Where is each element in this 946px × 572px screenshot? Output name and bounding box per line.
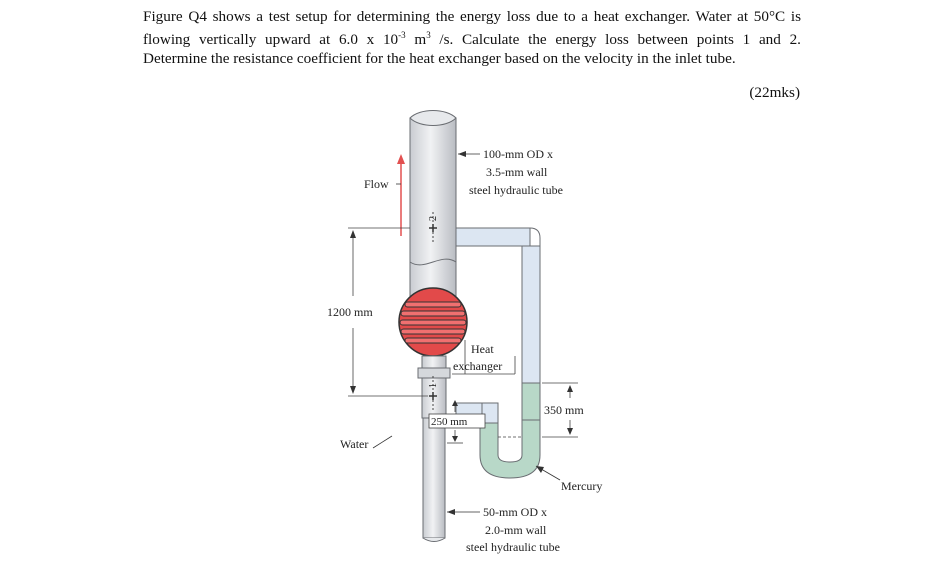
heat-label-line-1: Heat <box>471 342 494 356</box>
lower-pipe <box>422 417 446 542</box>
lower-tube-leader <box>447 509 480 515</box>
height-label: 1200 mm <box>327 305 373 319</box>
mercury-label: Mercury <box>561 479 602 493</box>
marks-label: (22mks) <box>749 84 800 101</box>
dim-250-label: 250 mm <box>431 416 468 428</box>
mercury-leader <box>535 465 561 481</box>
heat-exchanger-label-box <box>452 340 516 375</box>
water-label: Water <box>340 437 368 451</box>
question-line-2: flowing vertically upward at 6.0 x 10-3 … <box>143 26 801 49</box>
upper-tube-line-3: steel hydraulic tube <box>469 183 563 197</box>
dimension-1200 <box>348 227 428 397</box>
point-2-label: 2 <box>428 216 439 221</box>
upper-tube-line-1: 100-mm OD x <box>483 147 553 161</box>
water-leader <box>372 435 393 449</box>
upper-tube-line-2: 3.5-mm wall <box>486 165 548 179</box>
question-line-2b: m <box>405 31 427 49</box>
lower-tube-line-3: steel hydraulic tube <box>466 540 560 554</box>
exponent-3: 3 <box>426 30 431 40</box>
point-2-marker: 2 <box>428 212 439 244</box>
dimension-250 <box>428 400 486 444</box>
point-1-marker: 1 <box>428 376 439 410</box>
heat-label-line-2: exchanger <box>453 359 502 373</box>
dim-350-label: 350 mm <box>544 403 584 417</box>
lower-tube-line-1: 50-mm OD x <box>483 505 547 519</box>
upper-tap <box>455 227 531 247</box>
upper-pipe <box>409 110 457 305</box>
question-line-2a: flowing vertically upward at 6.0 x 10 <box>143 31 399 49</box>
flow-arrow <box>396 154 405 236</box>
question-line-2c: /s. Calculate the energy loss between po… <box>430 31 801 49</box>
dimension-350 <box>498 382 578 438</box>
question-text: Figure Q4 shows a test setup for determi… <box>143 7 801 68</box>
upper-tube-leader <box>458 151 480 157</box>
point-1-label: 1 <box>428 383 439 388</box>
question-line-1: Figure Q4 shows a test setup for determi… <box>143 8 801 25</box>
exponent-neg3: -3 <box>398 30 406 40</box>
flow-label: Flow <box>364 177 389 191</box>
lower-connector <box>417 355 451 419</box>
lower-tube-line-2: 2.0-mm wall <box>485 523 547 537</box>
heat-exchanger <box>398 287 468 357</box>
question-line-3: Determine the resistance coefficient for… <box>143 50 736 68</box>
